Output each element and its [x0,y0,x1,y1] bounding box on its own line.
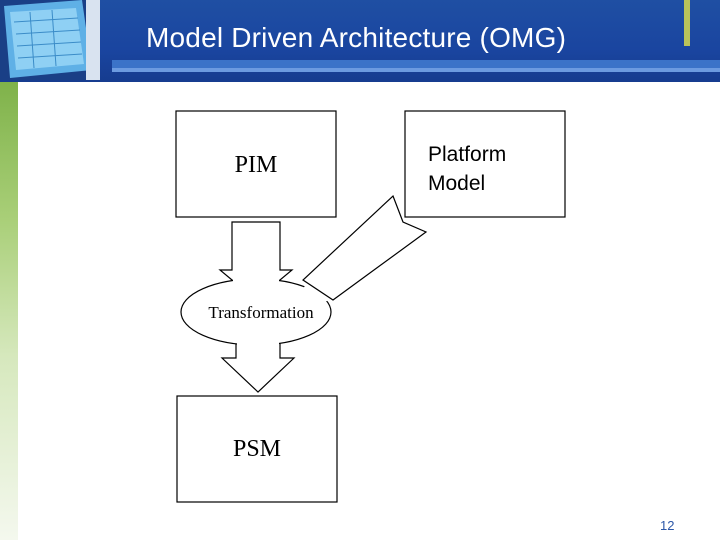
header-stripe [112,60,720,68]
header-accent-bar [684,0,690,46]
platform-model-box [404,110,566,218]
platform-model-label-line1: Platform [428,143,506,166]
psm-box [176,395,338,503]
left-accent-strip [0,82,18,540]
header-stripe-light [112,68,720,72]
page-number: 12 [660,518,675,533]
transformation-label: Transformation [208,303,314,322]
platform-model-arrow [302,194,428,301]
screen-thumbnail-image [0,0,100,80]
psm-label: PSM [233,436,281,462]
slide-title: Model Driven Architecture (OMG) [146,22,567,53]
seam-cover-right [300,284,330,304]
pim-box [175,110,337,218]
platform-model-label-line2: Model [428,172,485,195]
seam-cover-bottom [237,338,279,350]
pim-label: PIM [235,152,278,178]
seam-cover-top [233,276,279,288]
